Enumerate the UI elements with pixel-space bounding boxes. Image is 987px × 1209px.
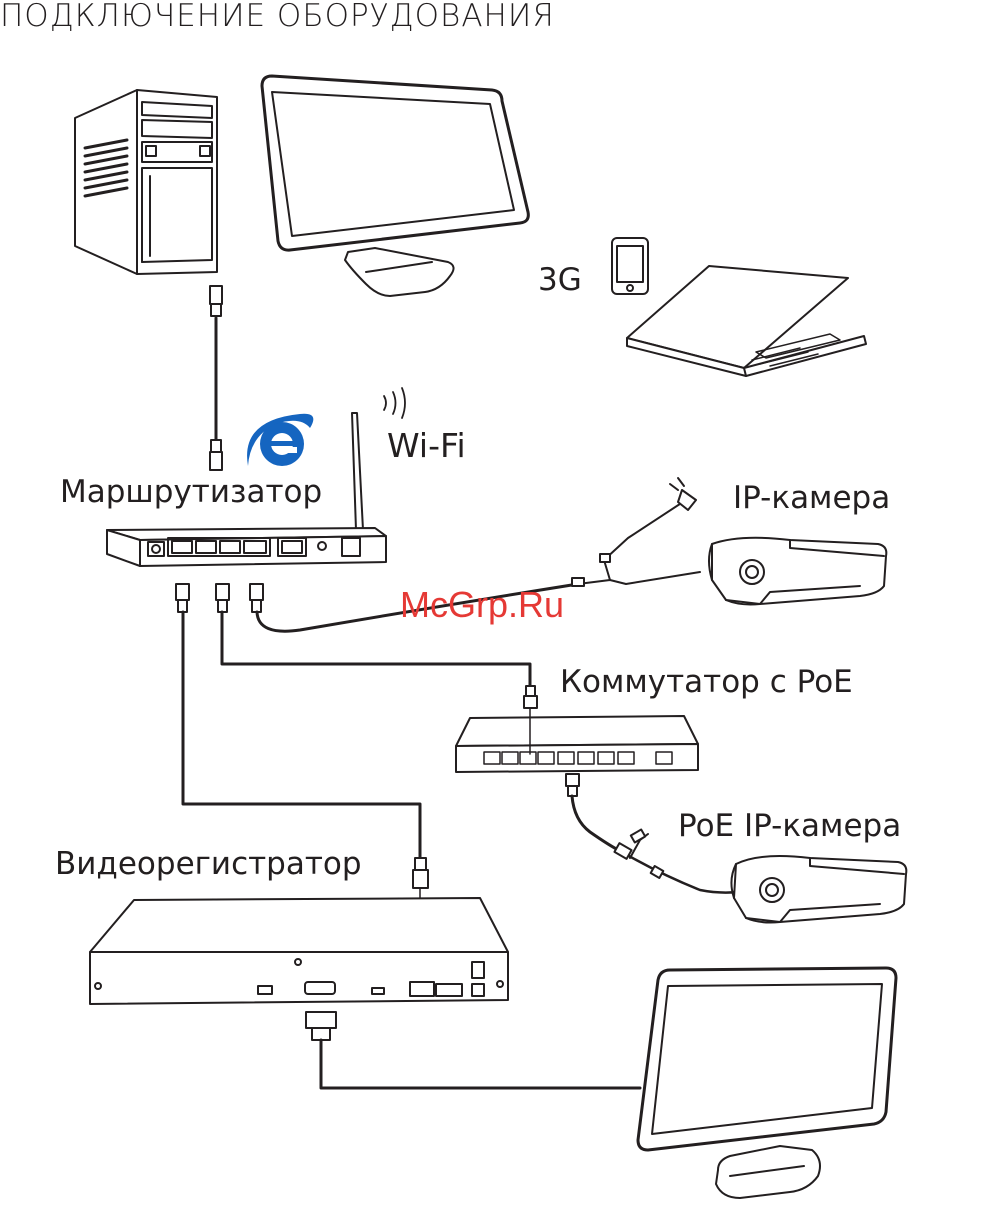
rj45-connector-icon: [524, 686, 537, 708]
rj45-connector-icon: [250, 584, 263, 612]
label-ip-camera: IP-камера: [733, 480, 890, 516]
rj45-connector-icon: [176, 584, 189, 612]
router-switch-cable: [222, 612, 537, 708]
poe-switch-icon: [456, 708, 698, 772]
rj45-connector-icon: [413, 858, 428, 888]
label-wifi: Wi-Fi: [387, 426, 466, 465]
pc-router-cable: [210, 286, 222, 470]
label-nvr: Видеорегистратор: [55, 846, 362, 882]
label-router: Маршрутизатор: [60, 474, 322, 510]
poe-ip-camera-icon: [731, 856, 906, 923]
label-poe-switch: Коммутатор с PoE: [560, 664, 853, 700]
internet-explorer-icon: [247, 414, 313, 466]
desktop-pc-icon: [75, 90, 217, 274]
nvr-monitor-cable: [306, 1012, 640, 1088]
smartphone-icon: [612, 238, 648, 294]
rj45-connector-icon: [216, 584, 229, 612]
rj45-connector-icon: [210, 286, 222, 316]
rj45-connector-icon: [566, 774, 579, 796]
page-title: ПОДКЛЮЧЕНИЕ ОБОРУДОВАНИЯ: [0, 0, 555, 34]
label-3g: 3G: [538, 262, 582, 298]
vga-connector-icon: [306, 1012, 336, 1040]
monitor-icon: [262, 76, 528, 296]
wifi-waves-icon: [384, 388, 405, 418]
monitor-icon: [638, 968, 896, 1198]
nvr-icon: [90, 898, 508, 1004]
laptop-icon: [627, 266, 866, 376]
rj45-connector-icon: [210, 440, 222, 470]
ip-camera-icon: [709, 538, 886, 605]
watermark: McGrp.Ru: [400, 584, 564, 626]
label-poe-ip-camera: PoE IP-камера: [678, 808, 901, 844]
